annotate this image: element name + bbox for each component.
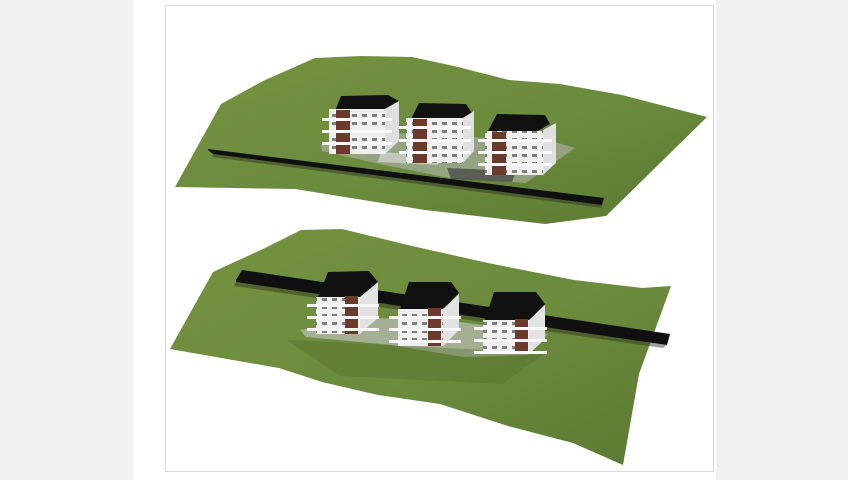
upper-building-2 — [399, 103, 474, 163]
upper-building-1 — [322, 95, 399, 154]
left-workspace-margin — [0, 0, 133, 480]
right-workspace-margin — [716, 0, 848, 480]
lower-site-view — [170, 229, 671, 465]
lower-building-1 — [307, 271, 379, 334]
upper-site-view — [175, 56, 707, 224]
upper-road — [208, 149, 604, 205]
upper-road-shadow — [212, 154, 602, 208]
lower-building-3 — [474, 292, 547, 354]
upper-building-3 — [478, 114, 556, 175]
lower-building-2 — [389, 282, 461, 346]
